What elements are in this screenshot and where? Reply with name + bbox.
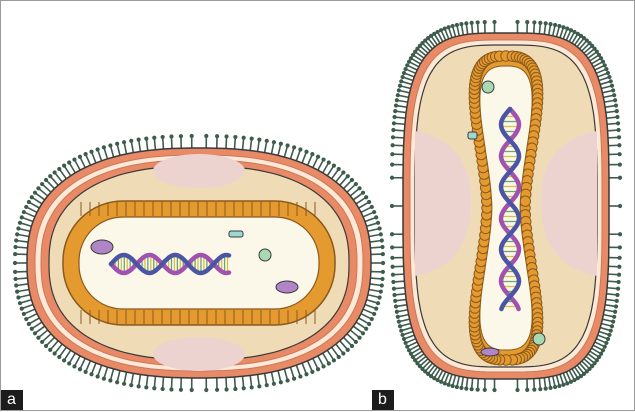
spore-a-granule (276, 281, 298, 293)
spore-a-polar-region-bottom (153, 337, 245, 371)
spore-a-granule (259, 249, 271, 261)
spore-b-granule (468, 132, 477, 139)
panel-label-a: a (1, 390, 23, 410)
spore-a-granule (91, 240, 113, 254)
spore-b-granule (482, 81, 494, 93)
spore-a-granule (229, 231, 243, 237)
spore-b-cross-section (390, 20, 622, 392)
spore-a-cross-section (13, 134, 385, 392)
spore-b-granule (481, 348, 499, 356)
spore-a-polar-region-top (153, 154, 245, 188)
panel-label-b: b (372, 390, 394, 410)
spore-b-granule (533, 333, 545, 345)
